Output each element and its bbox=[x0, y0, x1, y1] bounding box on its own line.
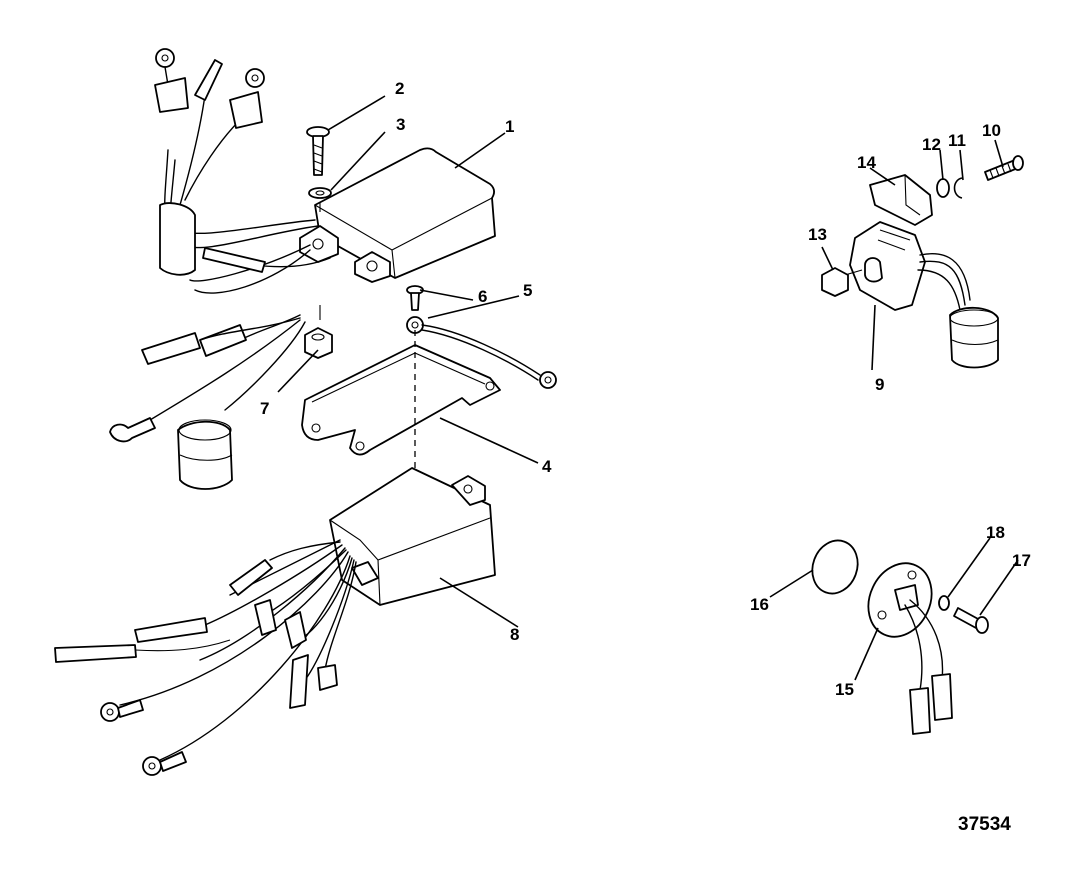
screw-part-2 bbox=[306, 126, 330, 176]
callout-numbers: 1 2 3 4 5 6 7 8 9 10 11 12 13 14 15 16 1… bbox=[260, 79, 1031, 835]
callout-2: 2 bbox=[395, 79, 404, 98]
leader-lines bbox=[277, 95, 1019, 681]
callout-18: 18 bbox=[986, 523, 1005, 542]
sensor-assembly bbox=[811, 539, 989, 735]
callout-15: 15 bbox=[835, 680, 854, 699]
washer-part-3 bbox=[308, 187, 332, 212]
mounting-plate-part-4 bbox=[301, 330, 501, 468]
callout-6: 6 bbox=[478, 287, 487, 306]
trigger-assembly bbox=[821, 155, 1024, 369]
callout-1: 1 bbox=[505, 117, 514, 136]
ground-strap-part-5 bbox=[406, 316, 557, 389]
switch-box-lower bbox=[54, 467, 496, 776]
callout-8: 8 bbox=[510, 625, 519, 644]
nut-part-7 bbox=[304, 305, 333, 359]
figure-number: 37534 bbox=[958, 814, 1011, 835]
switch-box-upper bbox=[109, 48, 496, 490]
callout-16: 16 bbox=[750, 595, 769, 614]
callout-12: 12 bbox=[922, 135, 941, 154]
screw-part-6 bbox=[406, 285, 424, 311]
callout-11: 11 bbox=[948, 131, 966, 150]
callout-3: 3 bbox=[396, 115, 405, 134]
callout-14: 14 bbox=[857, 153, 876, 172]
callout-9: 9 bbox=[875, 375, 884, 394]
callout-4: 4 bbox=[542, 457, 552, 476]
callout-10: 10 bbox=[982, 121, 1001, 140]
callout-17: 17 bbox=[1012, 551, 1031, 570]
callout-5: 5 bbox=[523, 281, 532, 300]
callout-7: 7 bbox=[260, 399, 269, 418]
callout-13: 13 bbox=[808, 225, 827, 244]
